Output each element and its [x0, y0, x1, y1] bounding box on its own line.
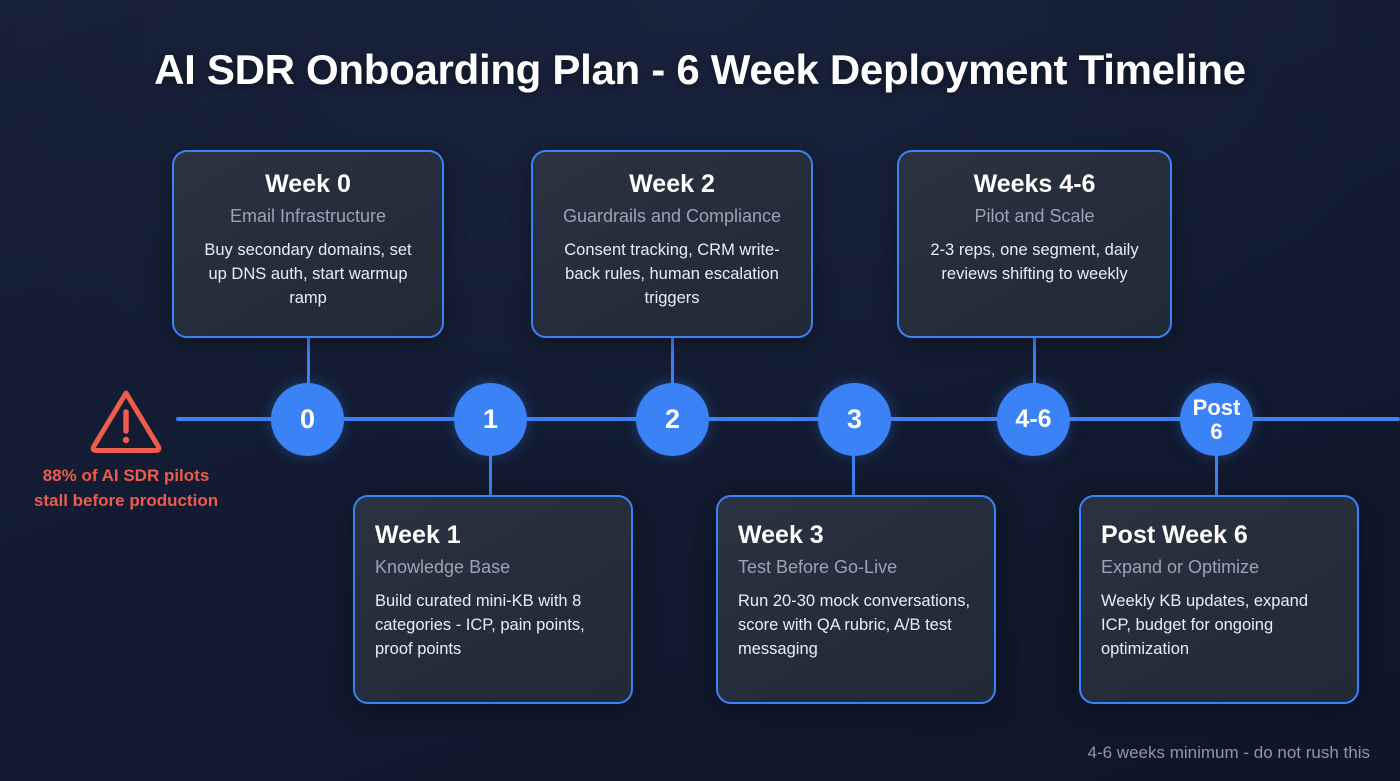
timeline-node-0[interactable]: 0: [271, 383, 344, 456]
card-week-3-subtitle: Test Before Go-Live: [738, 557, 898, 577]
card-week-0-description: Buy secondary domains, set up DNS auth, …: [204, 241, 412, 307]
card-week-2-description: Consent tracking, CRM write-back rules, …: [564, 241, 780, 307]
timeline-axis: [176, 417, 1400, 421]
card-week-0[interactable]: Week 0 Email Infrastructure Buy secondar…: [172, 150, 444, 338]
card-week-1-title: Week 1: [375, 521, 461, 549]
timeline-node-post-6-label: Post: [1192, 395, 1241, 421]
card-post-week-6-description: Weekly KB updates, expand ICP, budget fo…: [1101, 592, 1308, 658]
card-week-0-title: Week 0: [265, 170, 351, 198]
card-week-3-description: Run 20-30 mock conversations, score with…: [738, 592, 971, 658]
timeline-node-4-6[interactable]: 4-6: [997, 383, 1070, 456]
card-week-2[interactable]: Week 2 Guardrails and Compliance Consent…: [531, 150, 813, 338]
connector-week-3: [852, 443, 855, 496]
timeline-node-3-label: 3: [846, 404, 863, 435]
card-week-1-subtitle: Knowledge Base: [375, 557, 511, 577]
timeline-node-post-6[interactable]: Post 6: [1180, 383, 1253, 456]
timeline-node-4-6-label: 4-6: [1015, 405, 1052, 434]
card-week-3-title: Week 3: [738, 521, 824, 549]
card-post-week-6[interactable]: Post Week 6 Expand or Optimize Weekly KB…: [1079, 495, 1359, 704]
warning-callout: 88% of AI SDR pilots stall before produc…: [28, 386, 224, 513]
timeline-node-2-label: 2: [664, 404, 681, 435]
warning-text: 88% of AI SDR pilots stall before produc…: [33, 466, 219, 510]
timeline-node-0-label: 0: [299, 404, 316, 435]
card-week-1-description: Build curated mini-KB with 8 categories …: [375, 592, 585, 658]
connector-post-week-6: [1215, 443, 1218, 496]
connector-week-1: [489, 443, 492, 496]
timeline-node-1[interactable]: 1: [454, 383, 527, 456]
connector-week-0: [307, 337, 310, 395]
card-week-0-subtitle: Email Infrastructure: [229, 206, 387, 226]
timeline-node-3[interactable]: 3: [818, 383, 891, 456]
footer-note: 4-6 weeks minimum - do not rush this: [1087, 743, 1371, 762]
card-weeks-4-6-title: Weeks 4-6: [973, 170, 1096, 198]
card-week-3[interactable]: Week 3 Test Before Go-Live Run 20-30 moc…: [716, 495, 996, 704]
connector-weeks-4-6: [1033, 337, 1036, 395]
card-weeks-4-6-description: 2-3 reps, one segment, daily reviews shi…: [930, 241, 1139, 283]
timeline-node-2[interactable]: 2: [636, 383, 709, 456]
warning-triangle-icon: [90, 390, 162, 453]
timeline-node-post-6-sublabel: 6: [1210, 418, 1223, 444]
connector-week-2: [671, 337, 674, 395]
card-post-week-6-subtitle: Expand or Optimize: [1101, 557, 1260, 577]
timeline-node-1-label: 1: [482, 404, 499, 435]
card-post-week-6-title: Post Week 6: [1101, 521, 1248, 549]
card-week-1[interactable]: Week 1 Knowledge Base Build curated mini…: [353, 495, 633, 704]
card-week-2-title: Week 2: [629, 170, 715, 198]
page-title: AI SDR Onboarding Plan - 6 Week Deployme…: [154, 46, 1246, 93]
card-weeks-4-6-subtitle: Pilot and Scale: [974, 206, 1095, 226]
card-weeks-4-6[interactable]: Weeks 4-6 Pilot and Scale 2-3 reps, one …: [897, 150, 1172, 338]
card-week-2-subtitle: Guardrails and Compliance: [562, 206, 782, 226]
